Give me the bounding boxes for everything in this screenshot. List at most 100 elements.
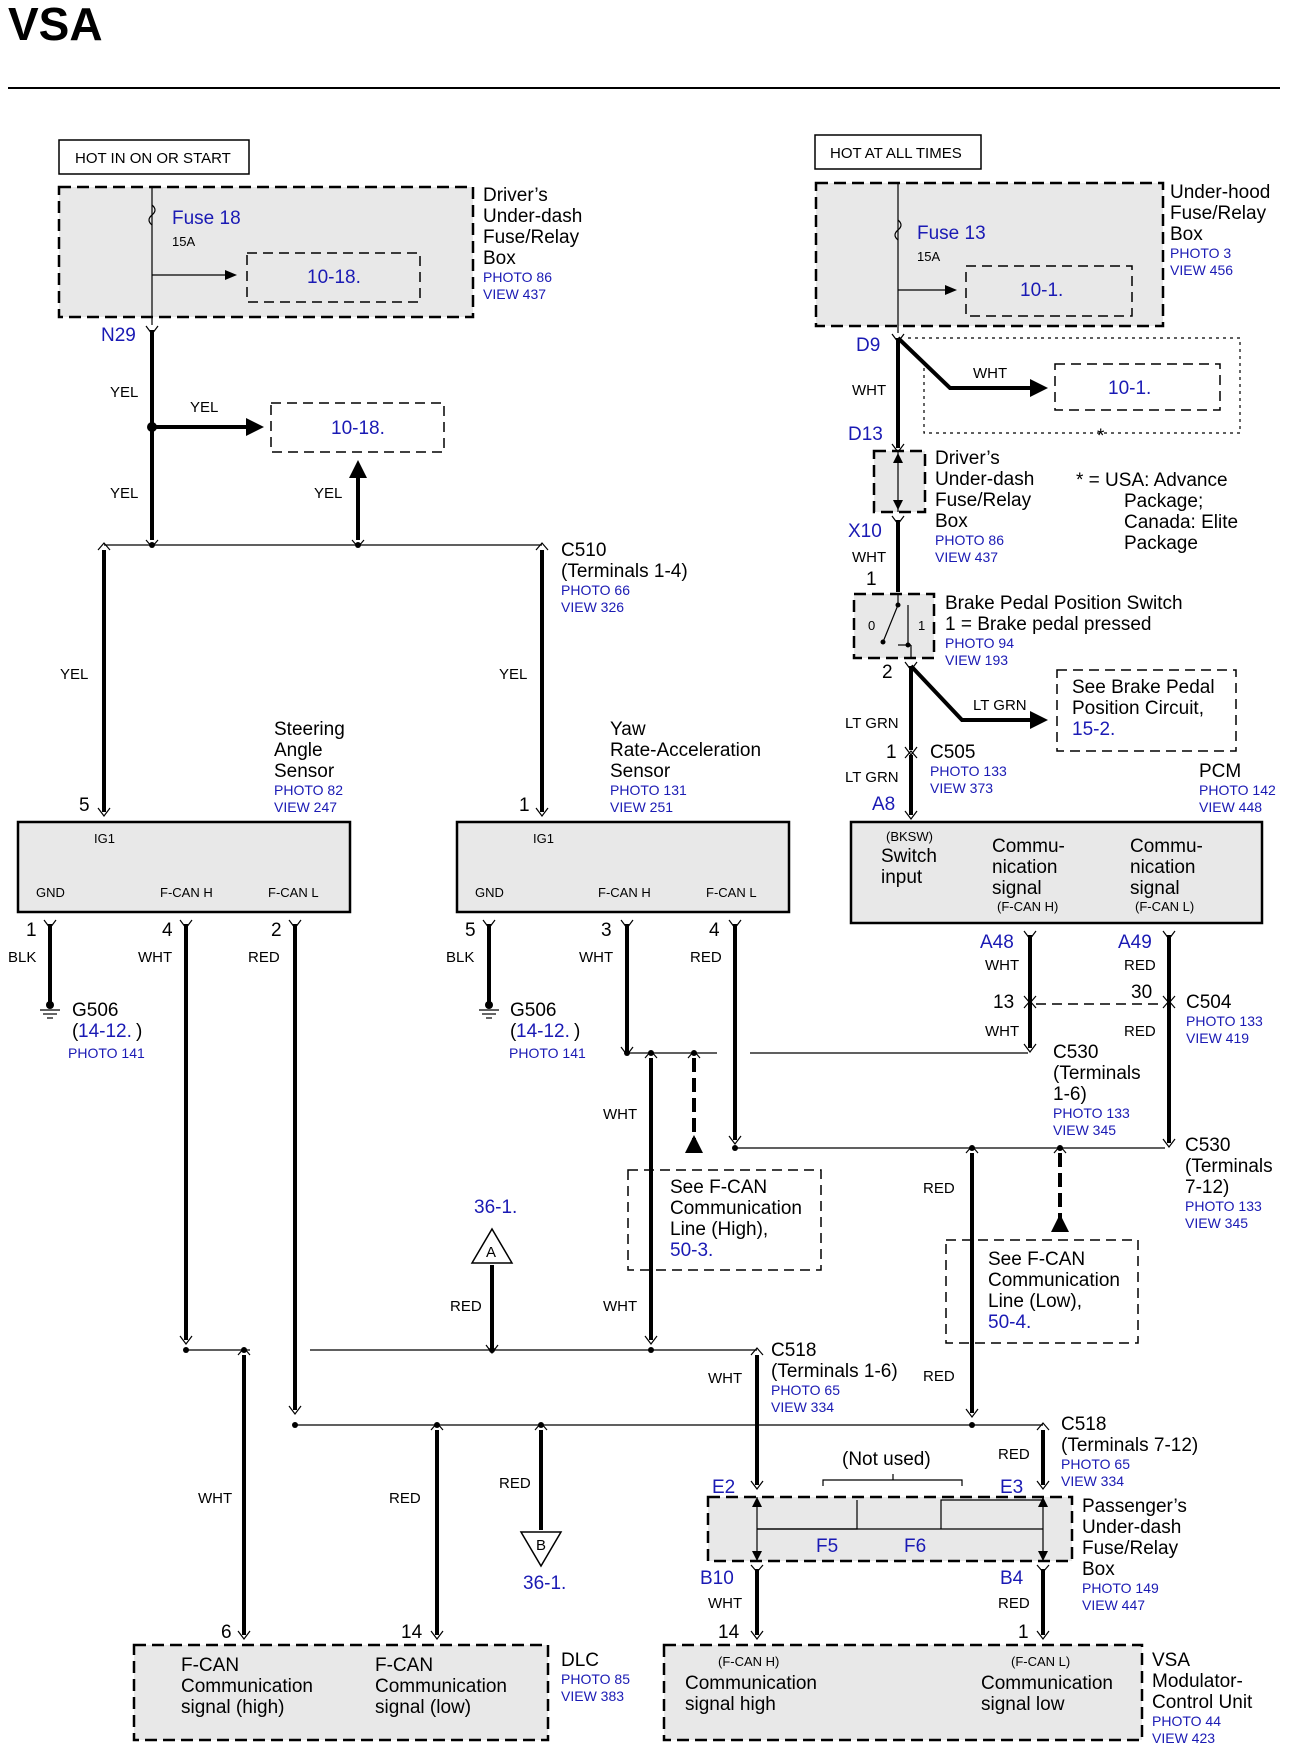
vsa-photo: PHOTO 44 xyxy=(1152,1713,1221,1729)
g506-paren-2-close: ) xyxy=(574,1021,580,1042)
drv-box-line4: Box xyxy=(483,248,516,269)
pcm-switch-2: input xyxy=(881,867,923,888)
brake-pedal-position-switch xyxy=(852,592,936,660)
c518b-name: C518 xyxy=(1061,1414,1106,1435)
wire-yel-4: YEL xyxy=(314,485,342,502)
c504-p13: 13 xyxy=(993,992,1014,1013)
pcm-comml-2: nication xyxy=(1130,857,1196,878)
connector-a-ref: 36-1. xyxy=(474,1197,517,1218)
yaw-fcanh: F-CAN H xyxy=(598,885,651,900)
dlc-pin6: 6 xyxy=(221,1622,232,1643)
uh-box-line2: Fuse/Relay xyxy=(1170,203,1267,224)
connector-b-letter: B xyxy=(536,1537,546,1554)
g506-photo-1: PHOTO 141 xyxy=(68,1045,145,1061)
ref-10-18-box-top xyxy=(246,252,421,303)
yaw-fcanl: F-CAN L xyxy=(706,885,757,900)
vsa-high-1: (F-CAN H) xyxy=(718,1654,779,1669)
ref-10-1-top: 10-1. xyxy=(1020,280,1063,301)
ref-10-18-top: 10-18. xyxy=(307,267,361,288)
uh-box-line3: Box xyxy=(1170,224,1203,245)
dlc-photo: PHOTO 85 xyxy=(561,1671,630,1687)
pcm-commh-4: (F-CAN H) xyxy=(997,899,1058,914)
star-mark: * xyxy=(1097,426,1105,447)
note-line4: Package xyxy=(1124,533,1198,554)
dlc-low-3: signal (low) xyxy=(375,1697,471,1718)
pcm-bksw: (BKSW) xyxy=(886,829,933,844)
vsa-name-2: Modulator- xyxy=(1152,1671,1243,1692)
bpp-see-box xyxy=(1056,669,1237,752)
yaw-name-1: Yaw xyxy=(610,719,646,740)
wire-red-10: RED xyxy=(1124,957,1156,974)
dlc-low-2: Communication xyxy=(375,1676,507,1697)
wire-red-8: RED xyxy=(998,1446,1030,1463)
fcan-high-see-1: See F-CAN xyxy=(670,1177,767,1198)
dlc-pin14: 14 xyxy=(401,1622,423,1643)
wire-wht-1: WHT xyxy=(138,949,172,966)
pcm-comml-1: Commu- xyxy=(1130,836,1203,857)
bpp-see-2: Position Circuit, xyxy=(1072,698,1204,719)
wire-wht-9: WHT xyxy=(973,365,1007,382)
steering-name-2: Angle xyxy=(274,740,323,761)
c530a-photo: PHOTO 133 xyxy=(1053,1105,1130,1121)
c505-name: C505 xyxy=(930,742,975,763)
c518b-terms: (Terminals 7-12) xyxy=(1061,1435,1198,1456)
c510-name: C510 xyxy=(561,540,606,561)
drv2-photo: PHOTO 86 xyxy=(935,532,1004,548)
page-title: VSA xyxy=(8,0,103,50)
c518b-photo: PHOTO 65 xyxy=(1061,1456,1130,1472)
fcan-low-see-3: Line (Low), xyxy=(988,1291,1082,1312)
connector-a-triangle xyxy=(470,1227,514,1264)
vsa-view: VIEW 423 xyxy=(1152,1730,1215,1746)
pcm-commh-2: nication xyxy=(992,857,1058,878)
c504-name: C504 xyxy=(1186,992,1232,1013)
bpp-view: VIEW 193 xyxy=(945,652,1008,668)
yaw-ig1: IG1 xyxy=(533,831,554,846)
fcan-high-ref: 50-3. xyxy=(670,1240,713,1261)
g506-name-2: G506 xyxy=(510,1000,556,1021)
steering-fcanl: F-CAN L xyxy=(268,885,319,900)
pcm-module xyxy=(849,820,1264,925)
pass-not-used: (Not used) xyxy=(842,1449,931,1470)
ref-10-18-box-mid xyxy=(270,402,445,453)
c510-view: VIEW 326 xyxy=(561,599,624,615)
drv-box-photo: PHOTO 86 xyxy=(483,269,552,285)
yaw-rate-sensor xyxy=(455,820,791,914)
steering-fcanh: F-CAN H xyxy=(160,885,213,900)
wire-wht-6: WHT xyxy=(708,1370,742,1387)
fuse-18-amp: 15A xyxy=(172,234,195,249)
steering-pin-l: 2 xyxy=(271,920,282,941)
c518a-terms: (Terminals 1-6) xyxy=(771,1361,898,1382)
c505-view: VIEW 373 xyxy=(930,780,993,796)
x10-label: X10 xyxy=(848,521,882,542)
fcan-low-see-1: See F-CAN xyxy=(988,1249,1085,1270)
steering-pin-h: 4 xyxy=(162,920,173,941)
vsa-high-3: signal high xyxy=(685,1694,776,1715)
g506-ref-1: 14-12. xyxy=(78,1021,132,1042)
pass-name-1: Passenger’s xyxy=(1082,1496,1187,1517)
yaw-pin-gnd: 5 xyxy=(465,920,476,941)
wire-blk-2: BLK xyxy=(446,949,474,966)
pass-e2: E2 xyxy=(712,1477,735,1498)
c504-photo: PHOTO 133 xyxy=(1186,1013,1263,1029)
c530b-terms-1: (Terminals xyxy=(1185,1156,1273,1177)
drv2-line2: Under-dash xyxy=(935,469,1034,490)
wire-wht-8: WHT xyxy=(852,382,886,399)
steering-angle-sensor xyxy=(16,820,352,914)
drv-box-line3: Fuse/Relay xyxy=(483,227,580,248)
fcan-high-see-3: Line (High), xyxy=(670,1219,768,1240)
yaw-pin-h: 3 xyxy=(601,920,612,941)
bpp-see-1: See Brake Pedal xyxy=(1072,677,1215,698)
wire-wht-4: WHT xyxy=(603,1298,637,1315)
c530b-name: C530 xyxy=(1185,1135,1230,1156)
pcm-comml-4: (F-CAN L) xyxy=(1135,899,1194,914)
yaw-name-2: Rate-Acceleration xyxy=(610,740,761,761)
ref-10-1-box-top xyxy=(965,265,1133,317)
g506-paren-2-open: ( xyxy=(510,1021,517,1042)
c530b-photo: PHOTO 133 xyxy=(1185,1198,1262,1214)
dlc-name: DLC xyxy=(561,1650,599,1671)
wire-yel-6: YEL xyxy=(499,666,527,683)
ref-10-1-mid: 10-1. xyxy=(1108,378,1151,399)
uh-box-view: VIEW 456 xyxy=(1170,262,1233,278)
pass-photo: PHOTO 149 xyxy=(1082,1580,1159,1596)
c530a-terms-2: 1-6) xyxy=(1053,1084,1087,1105)
